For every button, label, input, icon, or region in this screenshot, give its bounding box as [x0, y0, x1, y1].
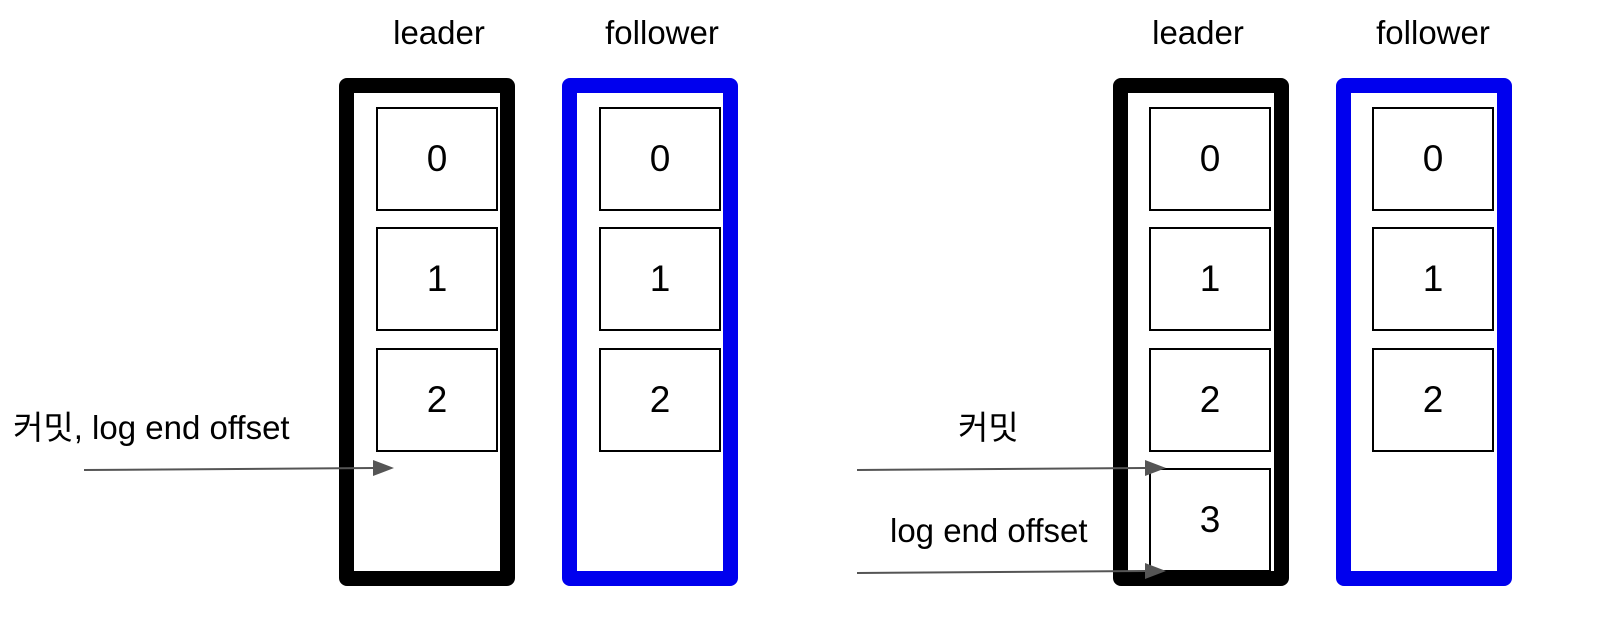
- leader-log-entry: 1: [376, 227, 498, 331]
- leader-log-entry: 0: [1149, 107, 1271, 211]
- follower-log-entry: 1: [599, 227, 721, 331]
- leader-header: leader: [1152, 14, 1244, 51]
- log-end-offset-label: log end offset: [890, 512, 1088, 549]
- follower-log-entry: 2: [1372, 348, 1494, 452]
- follower-log-entry: 2: [599, 348, 721, 452]
- follower-header: follower: [605, 14, 719, 51]
- follower-log-entry: 0: [1372, 107, 1494, 211]
- commit-label: 커밋: [958, 409, 1019, 446]
- leader-log-entry: 2: [376, 348, 498, 452]
- follower-log-entry: 0: [599, 107, 721, 211]
- leader-log-entry: 3: [1149, 468, 1271, 572]
- follower-log-entry: 1: [1372, 227, 1494, 331]
- leader-log-entry: 0: [376, 107, 498, 211]
- commit-and-log-end-offset-label: 커밋, log end offset: [13, 409, 290, 446]
- leader-header: leader: [393, 14, 485, 51]
- leader-log-entry: 2: [1149, 348, 1271, 452]
- follower-header: follower: [1376, 14, 1490, 51]
- leader-log-entry: 1: [1149, 227, 1271, 331]
